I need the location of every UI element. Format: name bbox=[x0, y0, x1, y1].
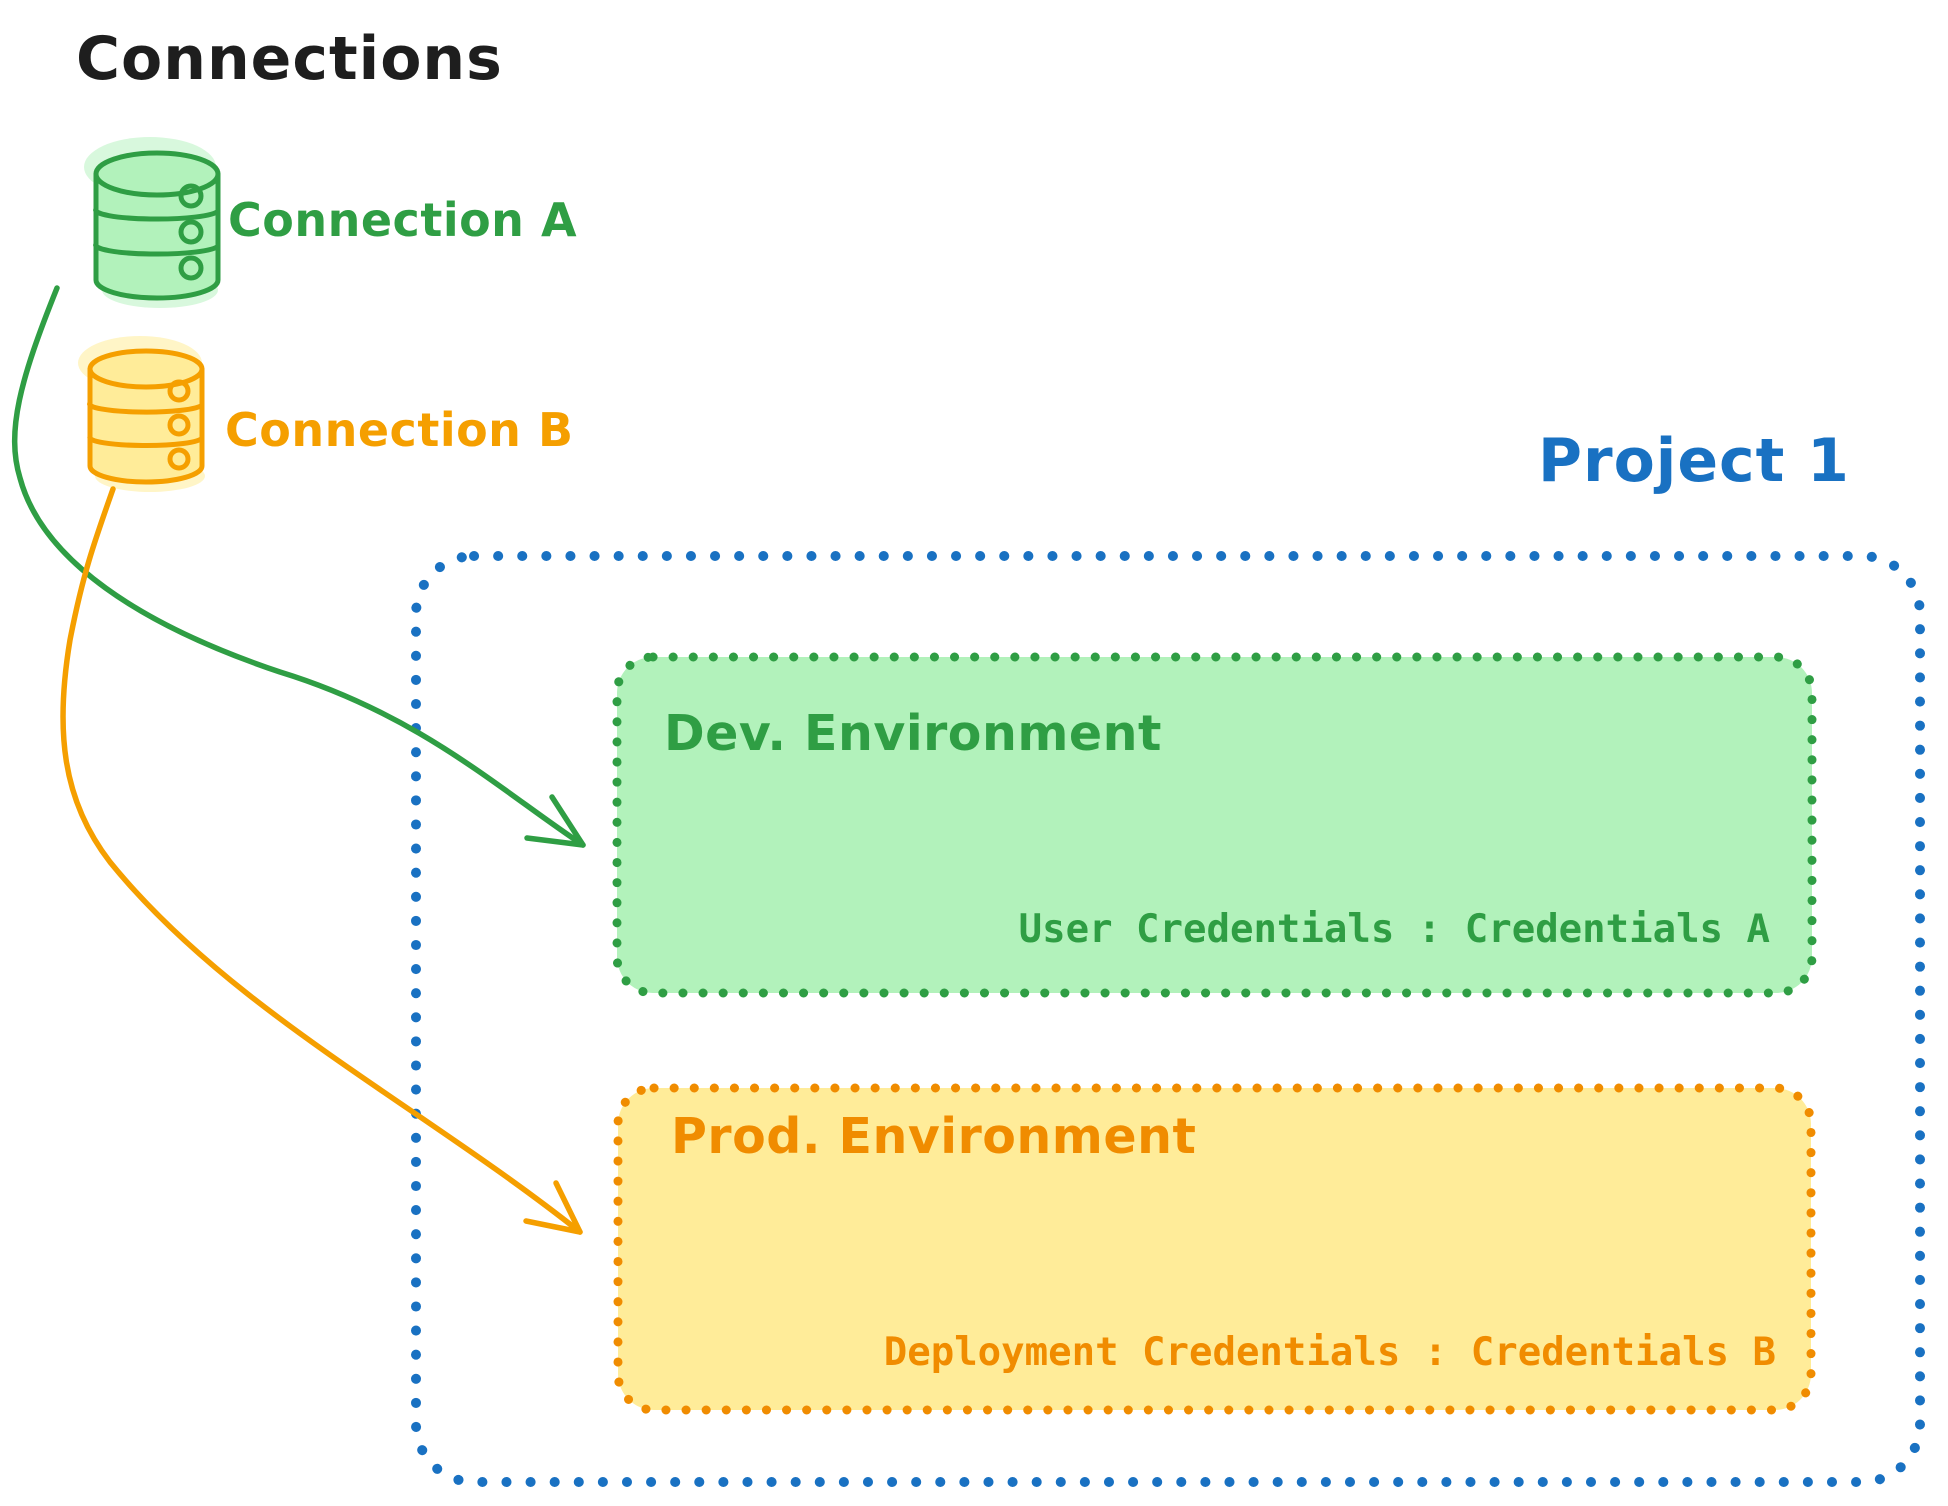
prod-environment-border bbox=[613, 1083, 1816, 1415]
project-title: Project 1 bbox=[1538, 426, 1850, 496]
dev-environment-border bbox=[612, 652, 1817, 998]
page-title: Connections bbox=[76, 24, 503, 94]
prod-environment-box: Prod. Environment Deployment Credentials… bbox=[613, 1083, 1816, 1415]
dev-environment-box: Dev. Environment User Credentials : Cred… bbox=[612, 652, 1817, 998]
dev-environment-title: Dev. Environment bbox=[664, 705, 1162, 762]
dev-environment-credentials: User Credentials : Credentials A bbox=[1018, 907, 1770, 952]
prod-environment-credentials: Deployment Credentials : Credentials B bbox=[883, 1330, 1776, 1375]
prod-environment-title: Prod. Environment bbox=[671, 1108, 1197, 1165]
database-icon bbox=[78, 336, 205, 492]
connection-a-label: Connection A bbox=[228, 193, 578, 247]
connection-b-label: Connection B bbox=[225, 403, 574, 457]
database-icon bbox=[84, 137, 221, 308]
